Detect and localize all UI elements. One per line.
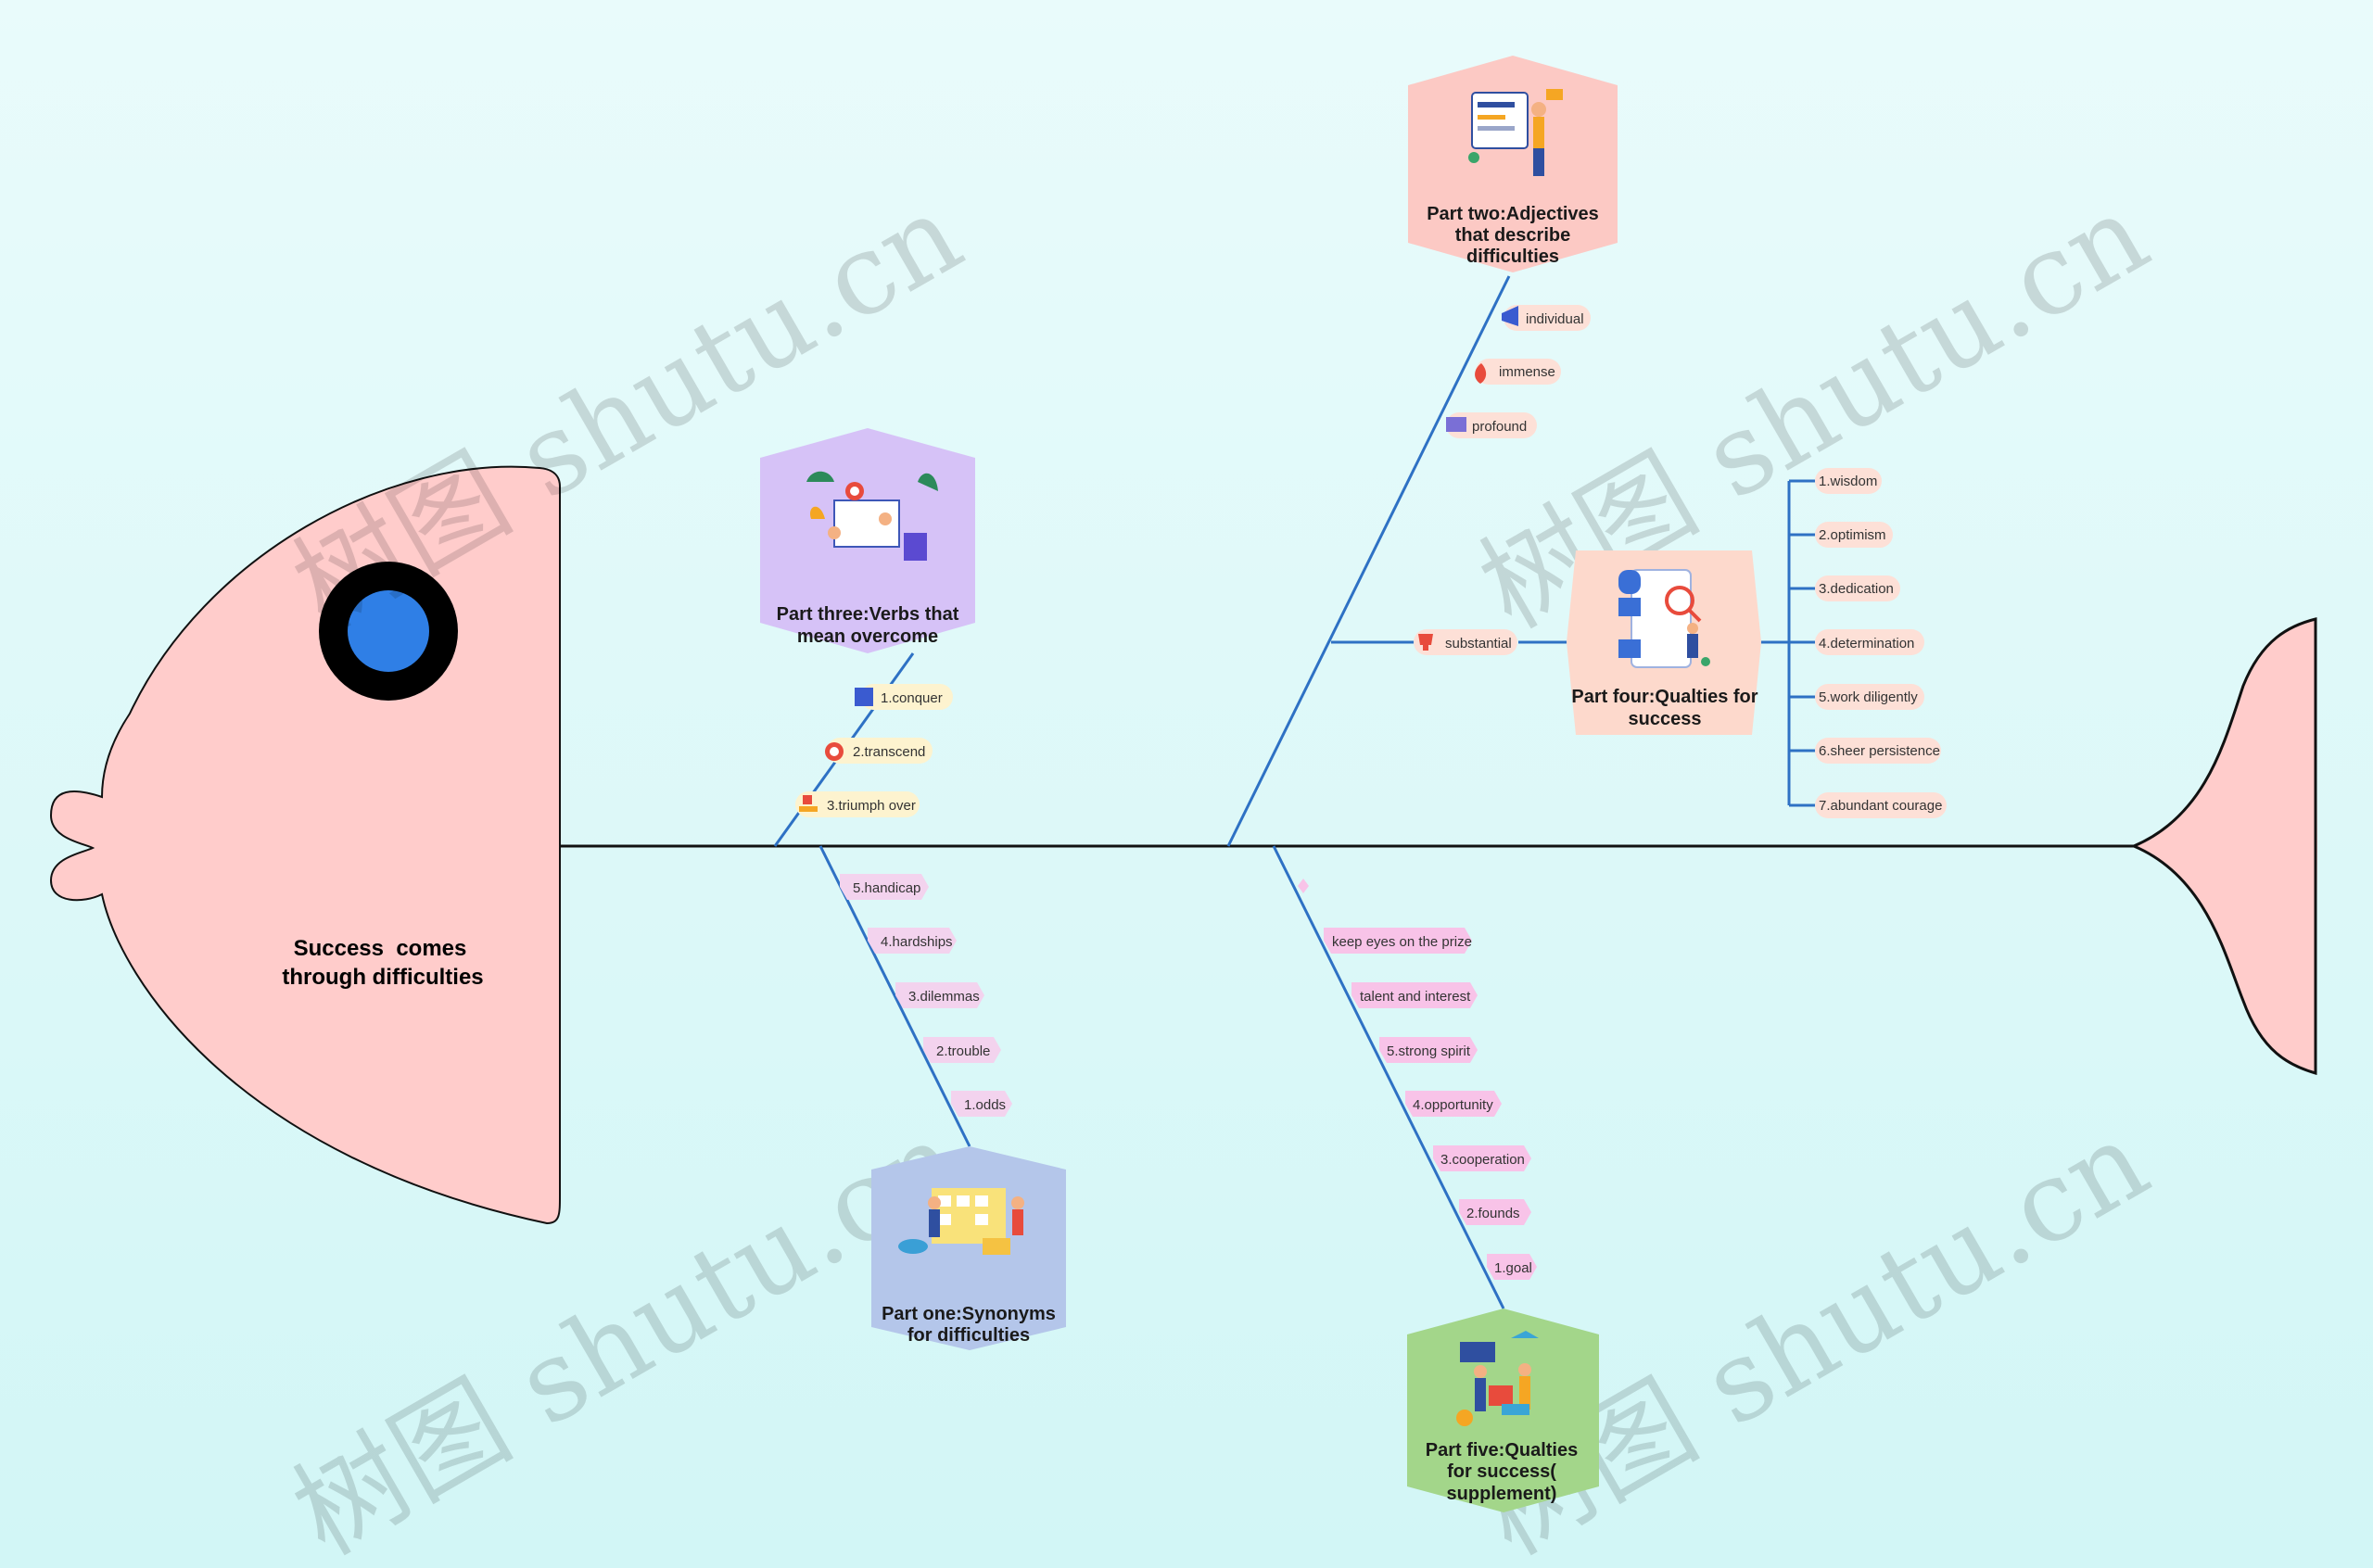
- svg-text:3.dilemmas: 3.dilemmas: [908, 989, 980, 1005]
- svg-text:4.opportunity: 4.opportunity: [1413, 1097, 1493, 1113]
- leaf-profound[interactable]: profound: [1446, 412, 1537, 438]
- team-target-illustration: [806, 471, 938, 561]
- leaf-cooperation[interactable]: 3.cooperation: [1433, 1145, 1531, 1171]
- fish-tail: [2133, 617, 2317, 1075]
- part-five-title-1: Part five:Qualties: [1426, 1440, 1579, 1461]
- part-five-title-3: supplement): [1447, 1484, 1557, 1504]
- svg-text:2.optimism: 2.optimism: [1819, 527, 1886, 543]
- svg-text:3.cooperation: 3.cooperation: [1440, 1152, 1525, 1168]
- leaf-opportunity[interactable]: 4.opportunity: [1405, 1091, 1502, 1117]
- svg-text:4.hardships: 4.hardships: [881, 934, 953, 950]
- empty-diamond-marker: [1298, 879, 1309, 893]
- leaf-trouble[interactable]: 2.trouble: [923, 1037, 1001, 1063]
- leaf-keep-eyes-on-the-prize[interactable]: keep eyes on the prize: [1324, 928, 1472, 954]
- svg-text:substantial: substantial: [1445, 636, 1512, 651]
- leaf-individual[interactable]: individual: [1502, 305, 1591, 331]
- leaf-work-diligently[interactable]: 5.work diligently: [1815, 684, 1924, 710]
- fish-head: Success comes through difficulties: [49, 465, 561, 1225]
- svg-text:5.work diligently: 5.work diligently: [1819, 689, 1918, 705]
- leaf-wisdom[interactable]: 1.wisdom: [1815, 468, 1882, 494]
- bone-lines: [773, 275, 1815, 1309]
- target-icon: [825, 742, 844, 761]
- megaphone-icon: [1502, 306, 1518, 326]
- svg-text:1.conquer: 1.conquer: [881, 690, 943, 706]
- leaf-talent-and-interest[interactable]: talent and interest: [1351, 982, 1478, 1008]
- svg-text:4.determination: 4.determination: [1819, 636, 1914, 651]
- svg-text:1.goal: 1.goal: [1494, 1260, 1532, 1276]
- svg-text:2.founds: 2.founds: [1466, 1206, 1520, 1221]
- svg-text:talent and interest: talent and interest: [1360, 989, 1471, 1005]
- part-three-leaves: 1.conquer 2.transcend 3.triumph over: [795, 684, 953, 817]
- leaf-hardships[interactable]: 4.hardships: [868, 928, 957, 954]
- part-one-title-2: for difficulties: [907, 1325, 1030, 1346]
- leaf-triumph-over[interactable]: 3.triumph over: [795, 791, 920, 817]
- leaf-abundant-courage[interactable]: 7.abundant courage: [1815, 792, 1947, 818]
- part-two-title-3: difficulties: [1466, 247, 1559, 267]
- trophy-icon: [1418, 634, 1433, 651]
- book-icon: [1446, 417, 1466, 432]
- part-three-node[interactable]: Part three:Verbs that mean overcome: [760, 428, 975, 653]
- part-five-title-2: for success(: [1447, 1461, 1556, 1482]
- svg-text:keep eyes on the prize: keep eyes on the prize: [1332, 934, 1472, 950]
- part-three-title-1: Part three:Verbs that: [777, 604, 959, 625]
- svg-text:3.dedication: 3.dedication: [1819, 581, 1894, 597]
- part-two-leaves: individual immense profound substantial: [1414, 305, 1591, 655]
- leaf-strong-spirit[interactable]: 5.strong spirit: [1379, 1037, 1478, 1063]
- leaf-goal[interactable]: 1.goal: [1487, 1254, 1537, 1280]
- svg-text:individual: individual: [1526, 311, 1584, 327]
- fish-eye: [348, 590, 429, 672]
- leaf-odds[interactable]: 1.odds: [951, 1091, 1012, 1117]
- leaf-immense[interactable]: immense: [1475, 359, 1561, 385]
- leaf-founds[interactable]: 2.founds: [1459, 1199, 1531, 1225]
- magnifier-document-illustration: [1618, 569, 1710, 668]
- head-title-line1: Success comes: [294, 936, 467, 961]
- leaf-dilemmas[interactable]: 3.dilemmas: [895, 982, 984, 1008]
- part-five-node[interactable]: Part five:Qualties for success( suppleme…: [1407, 1309, 1599, 1512]
- svg-text:profound: profound: [1472, 419, 1527, 435]
- svg-text:1.odds: 1.odds: [964, 1097, 1006, 1113]
- leaf-sheer-persistence[interactable]: 6.sheer persistence: [1815, 738, 1941, 764]
- leaf-conquer[interactable]: 1.conquer: [855, 684, 953, 710]
- leaf-substantial[interactable]: substantial: [1414, 629, 1517, 655]
- board-team-illustration: [898, 1188, 1024, 1255]
- part-one-title-1: Part one:Synonyms: [882, 1304, 1056, 1324]
- team-briefcase-illustration: [1456, 1331, 1539, 1426]
- part-two-title-2: that describe: [1455, 225, 1570, 246]
- part-one-leaves: 5.handicap 4.hardships 3.dilemmas 2.trou…: [840, 874, 1012, 1117]
- svg-text:immense: immense: [1499, 364, 1555, 380]
- part-five-leaves: keep eyes on the prize talent and intere…: [1298, 879, 1537, 1280]
- part-two-title-1: Part two:Adjectives: [1427, 204, 1599, 224]
- svg-text:7.abundant courage: 7.abundant courage: [1819, 798, 1942, 814]
- part-four-title-1: Part four:Qualties for: [1571, 687, 1758, 707]
- svg-text:2.transcend: 2.transcend: [853, 744, 925, 760]
- flag-icon: [799, 795, 818, 812]
- leaf-handicap[interactable]: 5.handicap: [840, 874, 929, 900]
- svg-text:3.triumph over: 3.triumph over: [827, 798, 916, 814]
- heart-flame-icon: [1475, 363, 1487, 384]
- leaf-dedication[interactable]: 3.dedication: [1815, 575, 1900, 601]
- part-four-leaves: 1.wisdom 2.optimism 3.dedication 4.deter…: [1815, 468, 1947, 818]
- head-title-line2: through difficulties: [282, 965, 483, 990]
- svg-text:5.handicap: 5.handicap: [853, 880, 920, 896]
- part-three-title-2: mean overcome: [797, 626, 938, 647]
- book-icon: [855, 688, 873, 706]
- svg-text:6.sheer persistence: 6.sheer persistence: [1819, 743, 1940, 759]
- part-one-node[interactable]: Part one:Synonyms for difficulties: [871, 1146, 1066, 1350]
- part-four-title-2: success: [1629, 709, 1702, 729]
- leaf-determination[interactable]: 4.determination: [1815, 629, 1924, 655]
- svg-text:2.trouble: 2.trouble: [936, 1043, 990, 1059]
- leaf-transcend[interactable]: 2.transcend: [825, 738, 933, 764]
- leaf-optimism[interactable]: 2.optimism: [1815, 522, 1893, 548]
- part-four-node[interactable]: Part four:Qualties for success: [1567, 550, 1761, 735]
- svg-text:1.wisdom: 1.wisdom: [1819, 474, 1877, 489]
- part-two-node[interactable]: Part two:Adjectives that describe diffic…: [1408, 56, 1618, 272]
- svg-text:5.strong spirit: 5.strong spirit: [1387, 1043, 1471, 1059]
- person-screen-illustration: [1468, 89, 1563, 176]
